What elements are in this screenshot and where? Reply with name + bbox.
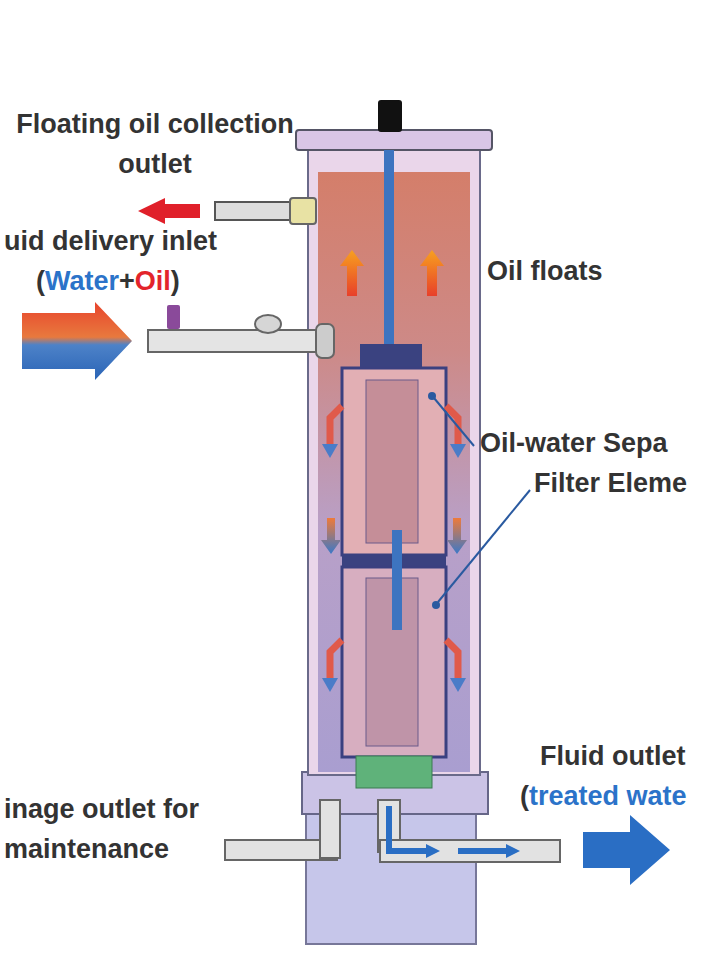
label-text: (	[520, 781, 529, 811]
label-text: Fluid outlet	[540, 741, 685, 771]
water-flow	[506, 844, 520, 858]
label-text: Oil floats	[487, 256, 603, 286]
inlet-pipe	[148, 330, 320, 352]
float-arrow	[340, 250, 364, 296]
label-text: inage outlet for maintenance	[4, 794, 199, 864]
tube-housing	[308, 145, 480, 775]
water-flow	[389, 806, 428, 851]
flow-arrow	[330, 640, 342, 680]
label-text: (	[36, 266, 45, 296]
callout-label: Floating oil collection outlet	[10, 104, 300, 184]
ball-valve	[255, 315, 281, 333]
down-arrow	[447, 518, 467, 554]
element-core	[366, 380, 418, 543]
callout-label: Oil-water Sepa	[480, 428, 668, 459]
inlet-arrow	[22, 302, 132, 380]
label-text: treated wate	[529, 781, 687, 811]
down-arrow	[321, 518, 341, 554]
callout-label: Filter Eleme	[534, 468, 687, 499]
inner-tube	[392, 530, 402, 630]
pipe-fitting	[316, 324, 334, 358]
flow-arrow	[330, 406, 342, 446]
callout-label: uid delivery inlet	[4, 226, 217, 257]
filter-element-upper	[342, 368, 446, 555]
flow-arrow	[450, 444, 466, 458]
callout-label: Fluid outlet	[540, 741, 685, 772]
flow-arrow	[450, 678, 466, 692]
leader-dot	[428, 392, 436, 400]
bottom-plate	[356, 756, 432, 788]
flow-arrow	[322, 678, 338, 692]
float-arrow	[420, 250, 444, 296]
label-text: )	[171, 266, 180, 296]
water-flow	[426, 844, 440, 858]
callout-label: inage outlet for maintenance	[4, 789, 266, 869]
label-text: +	[119, 266, 135, 296]
outlet-arrow	[583, 815, 670, 885]
element-cap	[360, 344, 422, 370]
blue-rod	[384, 150, 394, 355]
callout-label: (treated wate	[520, 781, 687, 812]
drain-pipe	[320, 800, 340, 858]
oil-outlet-pipe	[215, 202, 295, 220]
leader-line	[434, 398, 474, 446]
valve-nub	[167, 305, 180, 329]
callout-label: Oil floats	[487, 256, 603, 287]
label-text: Oil	[135, 266, 171, 296]
callout-label: (Water+Oil)	[36, 266, 180, 297]
label-text: Floating oil collection outlet	[16, 109, 294, 179]
label-text: uid delivery inlet	[4, 226, 217, 256]
leader-line	[438, 490, 530, 602]
flow-arrow	[322, 444, 338, 458]
flow-arrow	[446, 640, 458, 680]
label-text: Oil-water Sepa	[480, 428, 668, 458]
label-text: Filter Eleme	[534, 468, 687, 498]
pipe-fitting	[290, 198, 316, 224]
leader-dot	[432, 601, 440, 609]
water-flow	[458, 848, 508, 854]
top-lid	[296, 130, 492, 150]
oil-out-arrow	[138, 198, 200, 224]
label-text: Water	[45, 266, 119, 296]
top-knob	[378, 100, 402, 132]
